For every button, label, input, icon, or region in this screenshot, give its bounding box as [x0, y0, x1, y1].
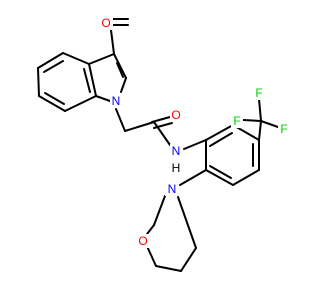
bond-c3p-c2p-inner [209, 165, 232, 179]
bond-c-f-left [242, 119, 262, 122]
bond-c7a-c3a [88, 63, 97, 97]
bond-c1p-c6p [205, 124, 234, 141]
label-bg [278, 122, 290, 136]
bond-c6-c7-inner [44, 92, 65, 105]
label-bg [231, 114, 243, 128]
bond-camide-o-a [151, 116, 171, 123]
label-bg [170, 108, 182, 122]
label-bg [253, 86, 265, 100]
acetamide-linker [115, 108, 173, 146]
bond-cd-nmorph [177, 196, 197, 249]
trifluoromethyl-group [242, 98, 279, 141]
bond-n1-c7a [95, 95, 111, 102]
label-bg [165, 182, 178, 196]
bond-c4-c5 [37, 52, 64, 69]
bond-c1p-c6p-inner [209, 132, 233, 147]
bond-c2-n1 [120, 77, 127, 93]
phenyl-ring [183, 124, 260, 186]
bond-c7-c7a [64, 95, 97, 112]
atom-aldehyde-o: O [101, 16, 110, 30]
bond-c7a-c3a-inner [83, 68, 91, 93]
atom-amide-n: N [172, 144, 181, 158]
molecule-canvas: O N O N H F F F N O [37, 16, 290, 272]
label-bg [170, 144, 183, 158]
bond-n-c1p [183, 139, 207, 150]
bond-c5-c6 [37, 67, 40, 97]
atom-fluorine-right: F [280, 122, 287, 136]
bond-c-f-top [258, 98, 262, 122]
bond-c3p-c2p [205, 169, 234, 186]
structure-drawing: O N O N H F F F N O [37, 16, 290, 272]
indole-ring [37, 52, 127, 112]
bond-n1-ch2 [115, 108, 126, 132]
atom-indole-n: N [112, 94, 121, 108]
bond-c2p-nmorph [179, 169, 207, 186]
bond-ch2-camide [124, 121, 155, 132]
atom-morpholine-o: O [138, 234, 147, 248]
bond-cc-cd [180, 247, 197, 272]
bond-c3-c2 [113, 53, 127, 79]
atom-morpholine-n: N [168, 182, 177, 196]
bond-c4-c5-inner [43, 60, 64, 73]
bond-nmorph-ca [153, 195, 166, 226]
atom-amide-o: O [171, 108, 180, 122]
bond-c-f-right [260, 120, 279, 128]
bond-c4p-c3p [232, 169, 260, 186]
bond-c3-c2-inner [116, 62, 124, 78]
label-bg [101, 16, 113, 30]
morpholine-ring [143, 169, 207, 272]
label-bg [137, 234, 149, 248]
atom-fluorine-top: F [255, 86, 262, 100]
bond-ring-cf3 [258, 120, 262, 141]
bond-cb-cc [155, 265, 182, 272]
atom-amide-h: H [172, 161, 181, 175]
label-bg [170, 161, 183, 175]
label-bg [110, 94, 122, 108]
bond-c6-c7 [38, 95, 66, 112]
atom-fluorine-left: F [233, 114, 240, 128]
bond-c3a-c3 [88, 53, 115, 65]
bond-camide-n [153, 121, 171, 146]
atom-labels: O N O N H F F F N O [101, 16, 290, 248]
bond-c3a-c4 [62, 52, 90, 65]
